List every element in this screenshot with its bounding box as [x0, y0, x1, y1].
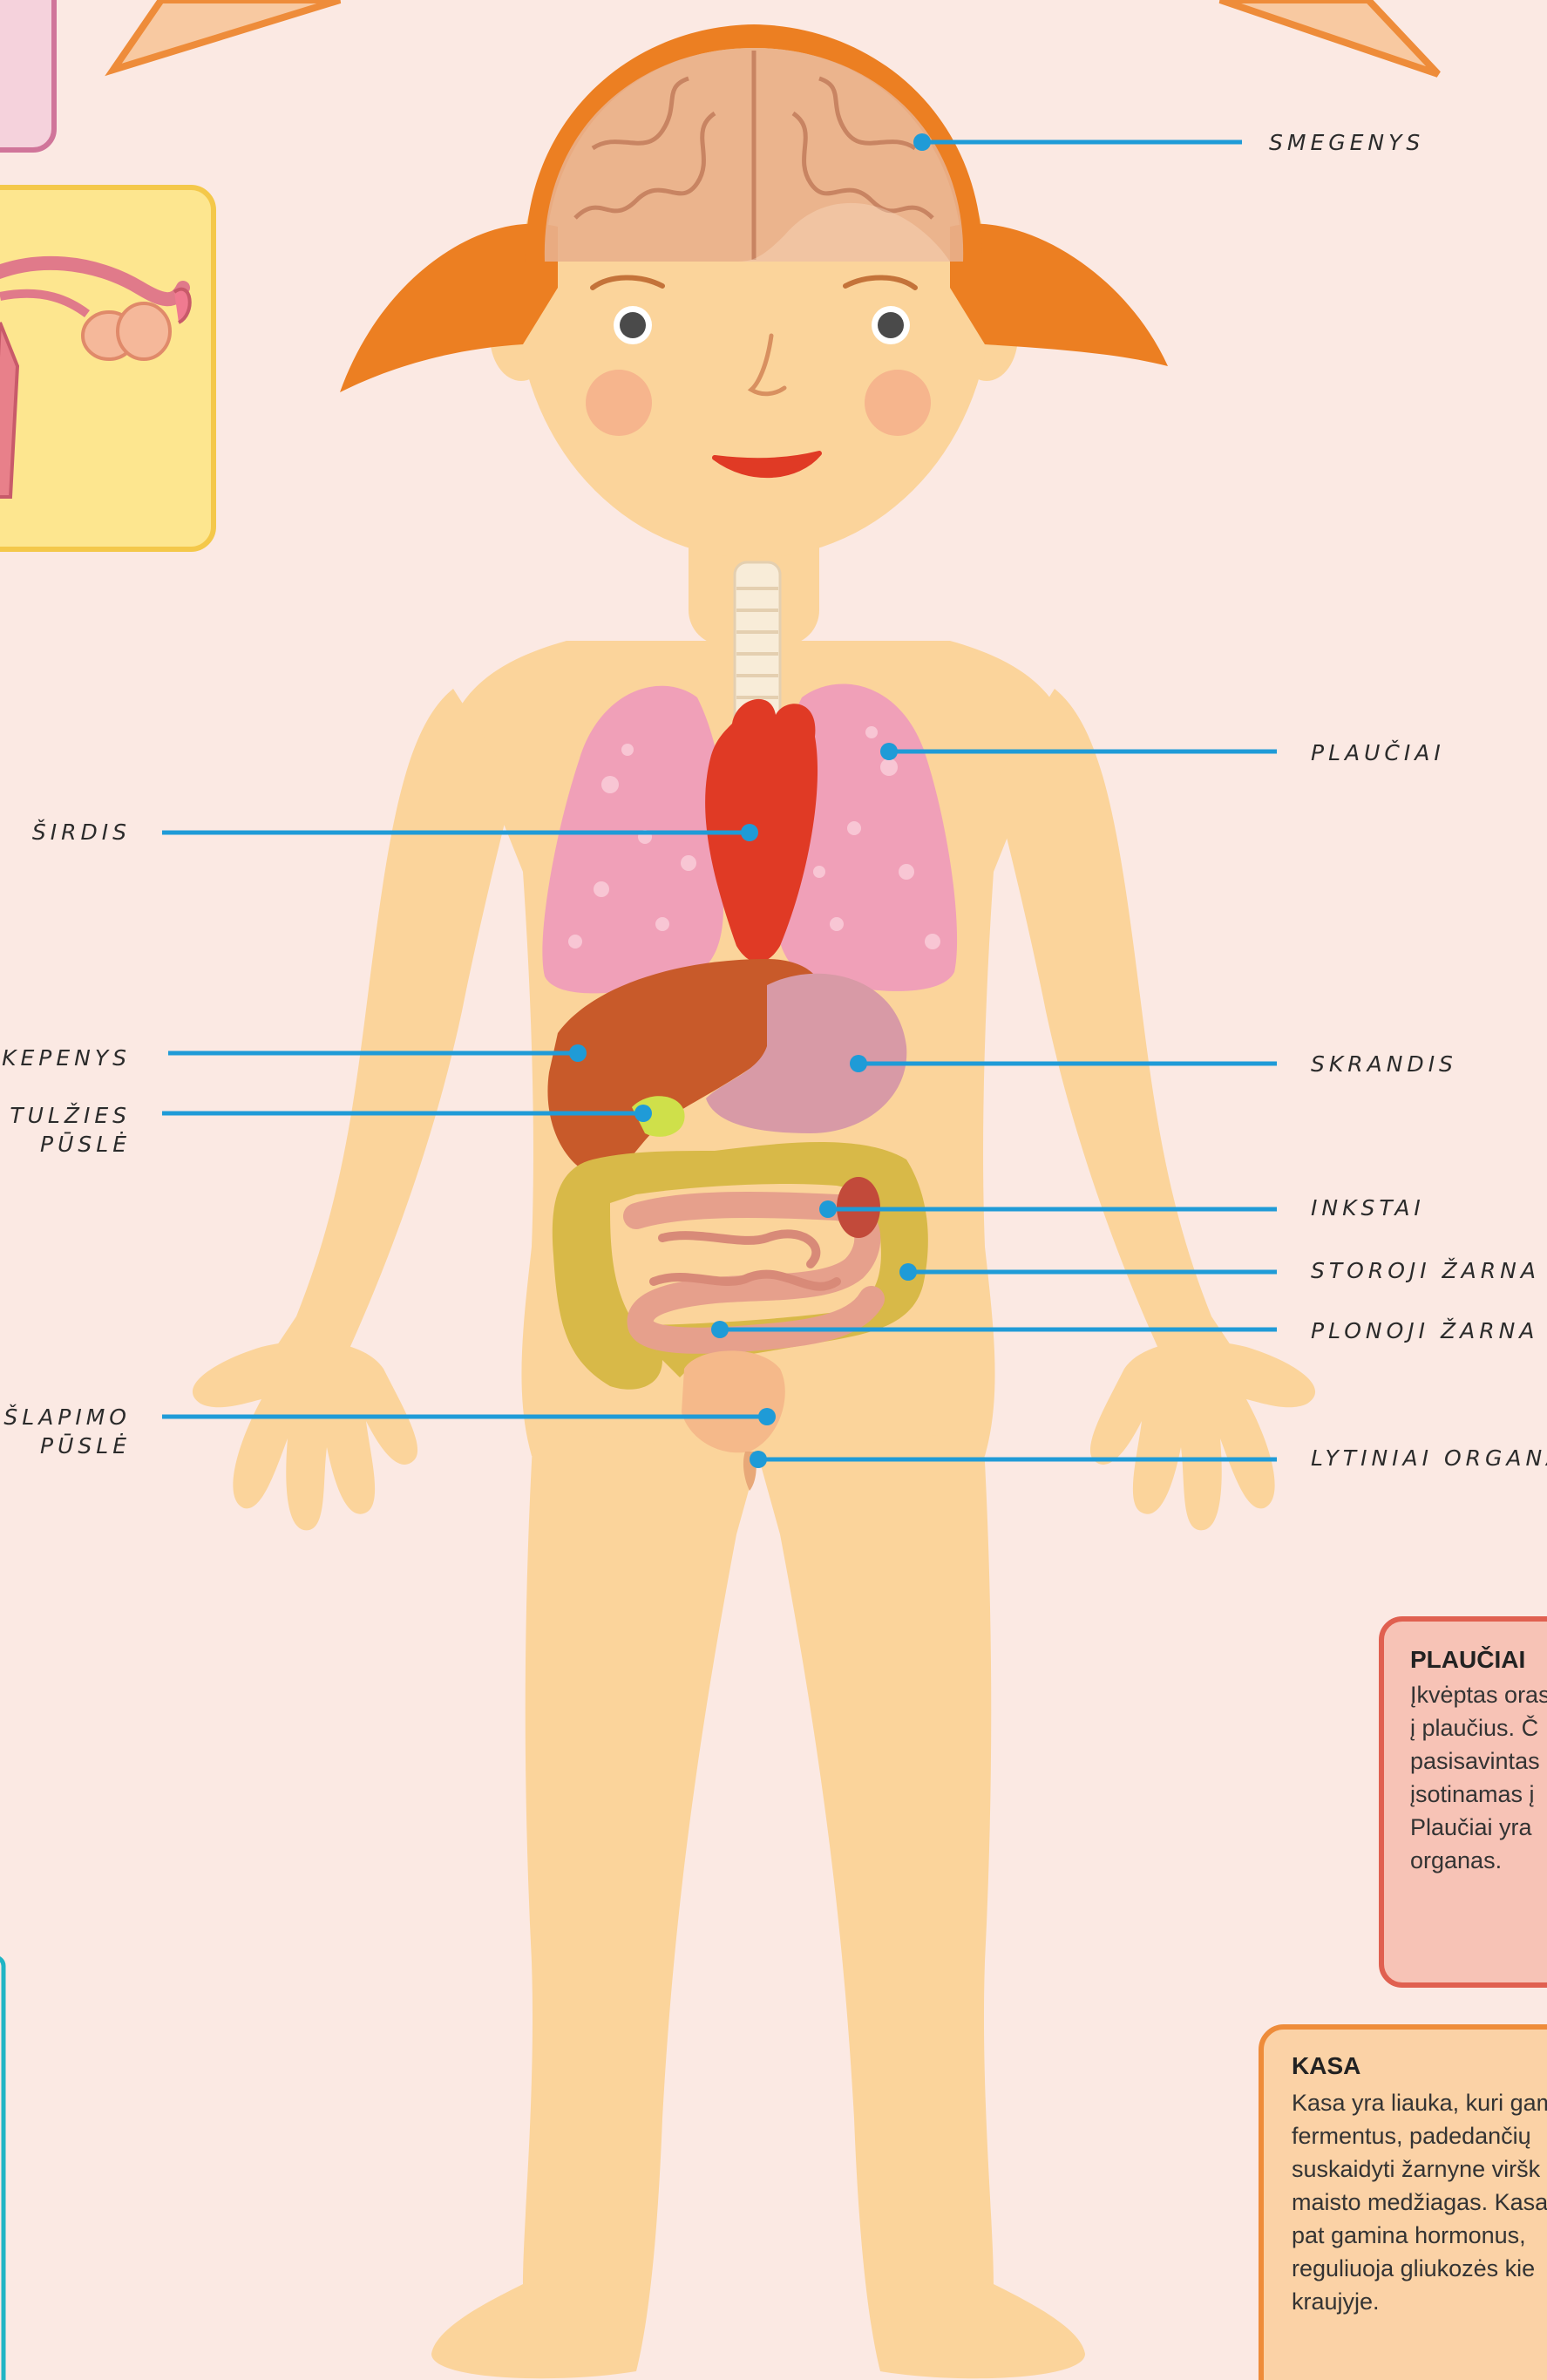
teal-box-edge [0, 1957, 3, 2380]
info-pancreas-line: maisto medžiagas. Kasa [1292, 2189, 1547, 2215]
top-right-triangle [1220, 0, 1438, 74]
label-gallbladder-1: TULŽIES [10, 1103, 131, 1128]
label-heart: ŠIRDIS [32, 819, 131, 845]
info-lungs-title: PLAUČIAI [1410, 1645, 1525, 1673]
info-lungs-line: Įkvėptas oras [1410, 1682, 1547, 1708]
info-lungs-line: organas. [1410, 1847, 1502, 1873]
info-pancreas-line: fermentus, padedančių [1292, 2123, 1531, 2149]
label-stomach: SKRANDIS [1311, 1051, 1457, 1077]
info-pancreas-line: pat gamina hormonus, [1292, 2222, 1526, 2248]
top-left-triangle [113, 0, 340, 70]
info-pancreas-line: reguliuoja gliukozės kie [1292, 2255, 1535, 2281]
yellow-info-box [0, 187, 214, 549]
info-lungs-line: pasisavintas [1410, 1748, 1540, 1774]
label-small-intestine: PLONOJI ŽARNA [1311, 1318, 1538, 1343]
label-bladder-2: PŪSLĖ [40, 1433, 131, 1459]
label-brain: SMEGENYS [1269, 130, 1424, 155]
info-lungs-line: į plaučius. Č [1410, 1714, 1538, 1741]
left-hand [193, 1341, 417, 1530]
label-reproductive: LYTINIAI ORGANAI [1311, 1445, 1547, 1471]
info-pancreas-line: suskaidyti žarnyne viršk [1292, 2156, 1541, 2182]
label-lungs: PLAUČIAI [1311, 739, 1445, 765]
pink-info-box [0, 0, 54, 150]
label-bladder-1: ŠLAPIMO [3, 1404, 131, 1430]
right-hand [1090, 1341, 1315, 1530]
info-box-lungs: PLAUČIAI Įkvėptas oras į plaučius. Č pas… [1381, 1619, 1547, 1985]
info-lungs-line: įsotinamas į [1410, 1781, 1535, 1807]
info-pancreas-line: kraujyje. [1292, 2288, 1380, 2315]
info-box-pancreas: KASA Kasa yra liauka, kuri gam fermentus… [1261, 2027, 1547, 2380]
label-gallbladder-2: PŪSLĖ [40, 1132, 131, 1157]
info-lungs-line: Plaučiai yra [1410, 1814, 1533, 1840]
info-pancreas-line: Kasa yra liauka, kuri gam [1292, 2090, 1547, 2116]
info-pancreas-title: KASA [1292, 2052, 1360, 2079]
label-kidneys: INKSTAI [1311, 1195, 1425, 1221]
label-large-intestine: STOROJI ŽARNA [1311, 1258, 1540, 1283]
label-liver: KEPENYS [2, 1045, 131, 1071]
